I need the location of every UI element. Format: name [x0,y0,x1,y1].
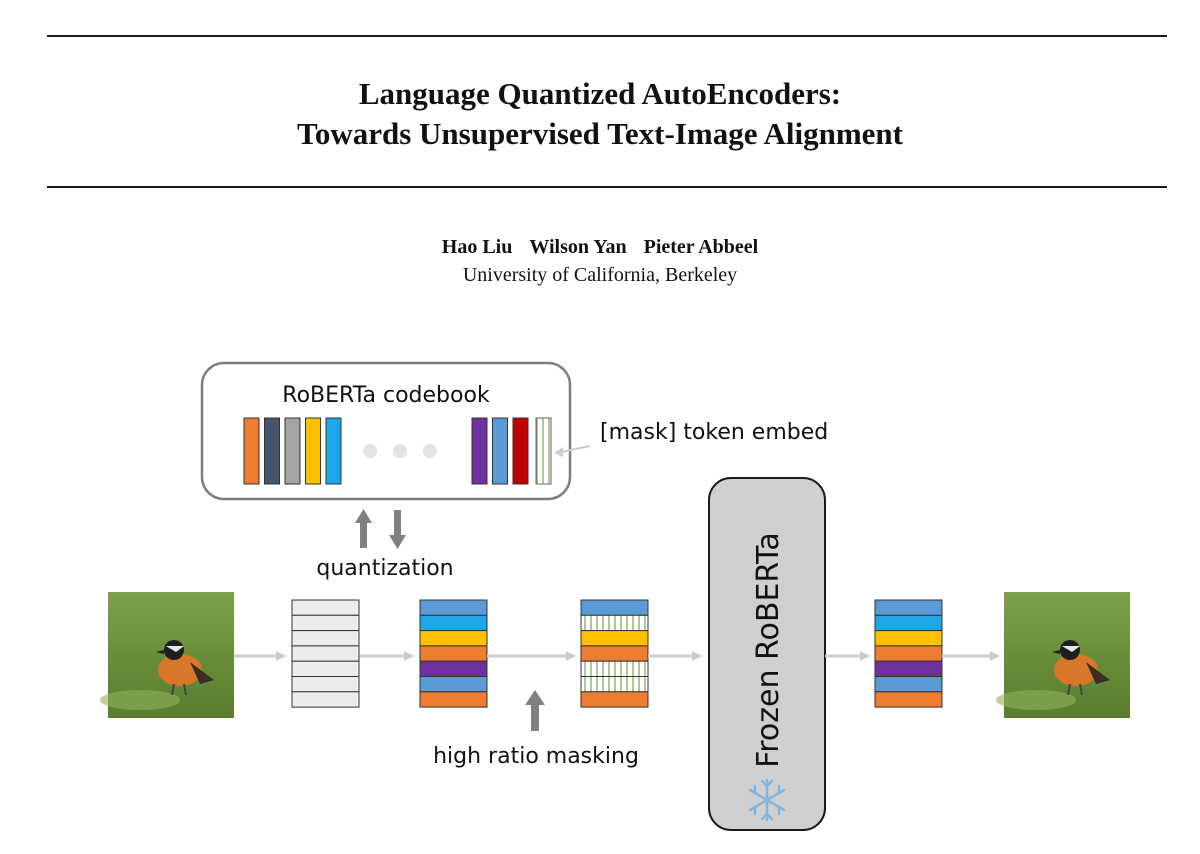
masked-token [580,660,649,678]
codebook-embeddings-right [471,417,529,485]
token-cell [874,645,943,662]
snowflake-icon [748,778,786,822]
token-cell [874,660,943,678]
token-cell [419,599,488,616]
masking-up-arrow [525,690,545,731]
token-cell [291,614,360,632]
input-image [100,592,234,718]
token-cell [291,645,360,662]
token-cell [291,599,360,616]
top-rule [47,35,1167,37]
codebook-embedding [325,417,342,485]
token-cell [580,599,649,616]
token-cell [874,599,943,616]
codebook-embeddings-left [243,417,342,485]
mask-token-embedding [535,417,552,485]
quantized-token-stack [419,599,488,708]
token-cell [419,645,488,662]
token-cell [419,630,488,647]
token-cell [874,676,943,693]
paper-title-line-1: Language Quantized AutoEncoders: [358,76,842,111]
frozen-roberta-label: Frozen RoBERTa [751,532,786,768]
masked-token [580,676,649,693]
author-list: Hao Liu Wilson Yan Pieter Abbeel [0,236,1200,259]
token-cell [874,614,943,632]
token-cell [291,630,360,647]
frozen-roberta-box [708,477,826,831]
ellipsis-dots [363,444,437,458]
codebook-embedding [264,417,280,485]
codebook-embedding [305,417,321,485]
token-cell [419,614,488,632]
reconstructed-token-stack [874,599,943,708]
reconstructed-image [996,592,1130,718]
encoder-output-stack [291,599,360,708]
author-name: Wilson Yan [529,236,627,258]
mask-pointer-arrowhead [554,447,563,457]
paper-title-line-2: Towards Unsupervised Text-Image Alignmen… [296,116,903,151]
token-cell [419,676,488,693]
token-cell [580,645,649,662]
codebook-embedding [471,417,488,485]
codebook-label: RoBERTa codebook [282,383,490,408]
masking-label: high ratio masking [433,744,639,769]
token-cell [419,660,488,678]
affiliation: University of California, Berkeley [462,264,738,286]
quantization-down-arrow [389,510,406,549]
quantization-up-arrow [355,509,372,548]
token-cell [580,630,649,647]
codebook-embedding [284,417,301,485]
token-cell [874,691,943,708]
token-cell [291,691,360,708]
masked-token-stack [580,599,649,708]
codebook-embedding [243,417,260,485]
token-cell [580,691,649,708]
author-name: Pieter Abbeel [643,236,759,258]
token-cell [291,660,360,678]
author-name: Hao Liu [441,236,513,258]
mask-token-label: [mask] token embed [600,420,828,445]
token-cell [291,676,360,693]
quantization-label: quantization [316,556,453,581]
bottom-rule [47,186,1167,188]
masked-token [580,614,649,632]
codebook-embedding [512,417,529,485]
token-cell [419,691,488,708]
codebook-embedding [492,417,508,485]
token-cell [874,630,943,647]
